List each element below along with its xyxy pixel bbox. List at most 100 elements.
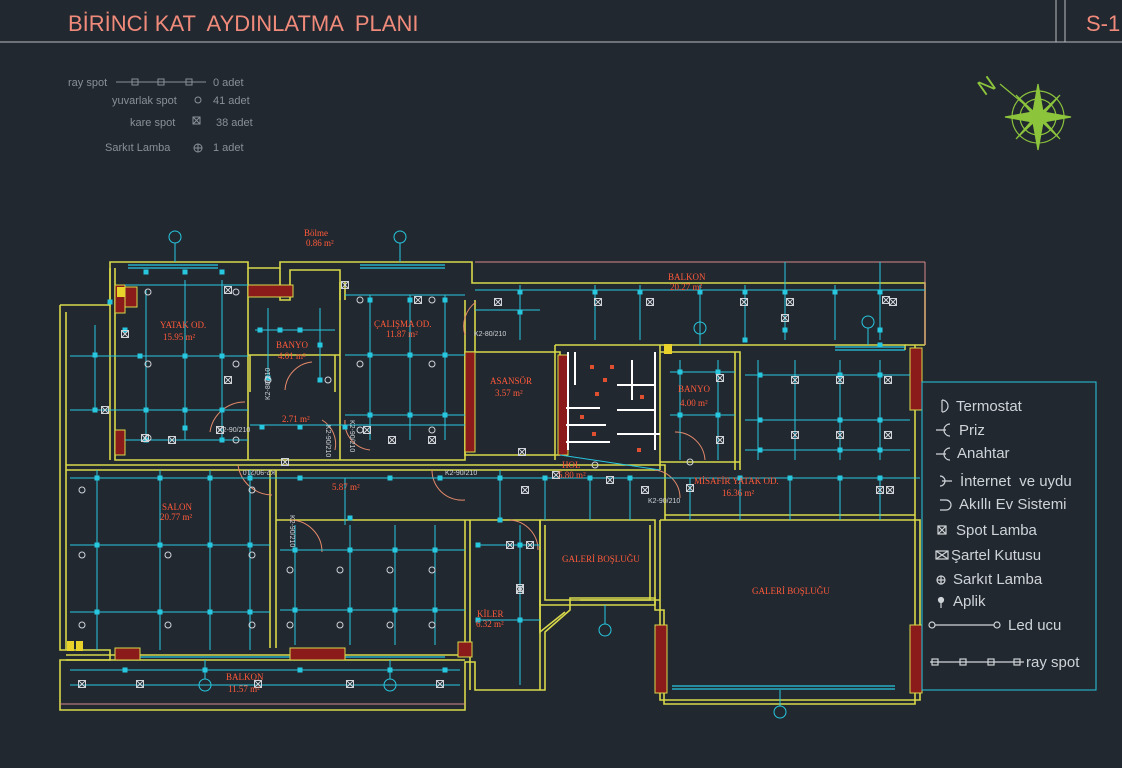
square-spot-lamp (494, 298, 502, 306)
square-spot-lamp (786, 298, 794, 306)
ray-spot-icon (930, 658, 1024, 666)
count-label-square-spot: kare spot (130, 117, 175, 129)
outlet-marker (782, 289, 788, 295)
square-spot-lamp (216, 426, 224, 434)
square-spot-lamp (136, 680, 144, 688)
outlet-marker (367, 297, 373, 303)
outlet-marker (347, 515, 353, 521)
outlet-marker (542, 475, 548, 481)
pendant-lamp-icon (936, 575, 946, 585)
wall-lamp-icon (937, 596, 945, 608)
square-spot-lamp (552, 471, 560, 479)
north-label: N (973, 71, 1000, 101)
square-spot-lamp (346, 680, 354, 688)
round-spot-lamp (324, 376, 332, 384)
square-spot-lamp (791, 376, 799, 384)
anahtar-icon (936, 447, 951, 461)
square-spot-lamp (428, 436, 436, 444)
outlet-marker (877, 475, 883, 481)
round-spot-lamp (78, 486, 86, 494)
round-spot-lamp (286, 621, 294, 629)
door-code: K2-90/210 (648, 498, 680, 505)
square-spot-lamp (716, 374, 724, 382)
outlet-marker (677, 369, 683, 375)
outlet-marker (877, 327, 883, 333)
round-spot-lamp (144, 360, 152, 368)
outlet-marker (347, 547, 353, 553)
outlet-marker (207, 609, 213, 615)
outlet-marker (157, 475, 163, 481)
outlet-marker (442, 667, 448, 673)
outlet-marker (837, 372, 843, 378)
round-spot-lamp (144, 434, 152, 442)
outlet-marker (392, 547, 398, 553)
outlet-marker (475, 617, 481, 623)
count-label-round-spot: yuvarlak spot (112, 95, 177, 107)
outlet-marker (677, 412, 683, 418)
count-label-pendant: Sarkıt Lamba (105, 142, 171, 154)
square-spot-lamp (884, 431, 892, 439)
door-code: K2-90/210 (324, 425, 331, 457)
square-spot-lamp (168, 436, 176, 444)
outlet-marker (877, 417, 883, 423)
led-end-icon (928, 621, 1001, 629)
room-area: 5.87 m² (332, 482, 360, 492)
outlet-marker (317, 377, 323, 383)
square-spot-lamp (101, 406, 109, 414)
round-spot-lamp (336, 566, 344, 574)
square-spot-lamp (506, 541, 514, 549)
outlet-marker (257, 327, 263, 333)
internet-icon (939, 475, 952, 487)
outlet-marker (757, 447, 763, 453)
square-spot-lamp (254, 680, 262, 688)
square-spot-lamp (781, 314, 789, 322)
outlet-marker (367, 352, 373, 358)
switchboard-tags (67, 287, 672, 651)
outlet-marker (342, 424, 348, 430)
outlet-marker (137, 353, 143, 359)
square-spot-lamp (686, 484, 694, 492)
room-name: ASANSÖR (490, 376, 532, 386)
square-spot-lamp (526, 541, 534, 549)
lamp-count-table: ray spot 0 adet yuvarlak spot 41 adet ka… (68, 77, 253, 154)
outlet-marker (877, 447, 883, 453)
outlet-marker (94, 542, 100, 548)
square-spot-lamp (889, 298, 897, 306)
drawing-title: BİRİNCİ KAT AYDINLATMA PLANI (68, 11, 418, 36)
legend-label: Şartel Kutusu (951, 547, 1041, 564)
room-area: 4.00 m² (680, 398, 708, 408)
legend-label: Aplik (953, 593, 986, 610)
outlet-marker (347, 607, 353, 613)
outlet-marker (143, 269, 149, 275)
outlet-marker (207, 542, 213, 548)
room-name: BALKON (668, 272, 706, 282)
square-spot-lamp (641, 486, 649, 494)
round-spot-lamp (356, 360, 364, 368)
outlet-marker (182, 353, 188, 359)
outlet-marker (407, 412, 413, 418)
outlet-marker (715, 412, 721, 418)
outlet-marker (497, 475, 503, 481)
outlet-marker (407, 297, 413, 303)
legend-label: Sarkıt Lamba (953, 571, 1043, 588)
sheet-number: S-1 (1086, 11, 1120, 36)
square-spot-lamp (594, 298, 602, 306)
outlet-marker (182, 425, 188, 431)
round-spot-lamp (232, 288, 240, 296)
outlet-marker (782, 327, 788, 333)
square-spot-lamp (436, 680, 444, 688)
round-spot-lamp (286, 566, 294, 574)
round-spot-lamp (144, 288, 152, 296)
outlet-marker (122, 667, 128, 673)
round-spot-lamp (248, 551, 256, 559)
round-spot-lamp (78, 621, 86, 629)
outlet-marker (757, 372, 763, 378)
outlet-marker (715, 369, 721, 375)
square-spot-lamp (886, 486, 894, 494)
outlet-marker (247, 609, 253, 615)
door-codes: K2-80/210 K2-90/210 K2-90/210 K2-80/210 … (218, 331, 680, 547)
outlet-marker (265, 375, 271, 381)
outlet-marker (877, 342, 883, 348)
switch-box-icon (935, 550, 949, 560)
